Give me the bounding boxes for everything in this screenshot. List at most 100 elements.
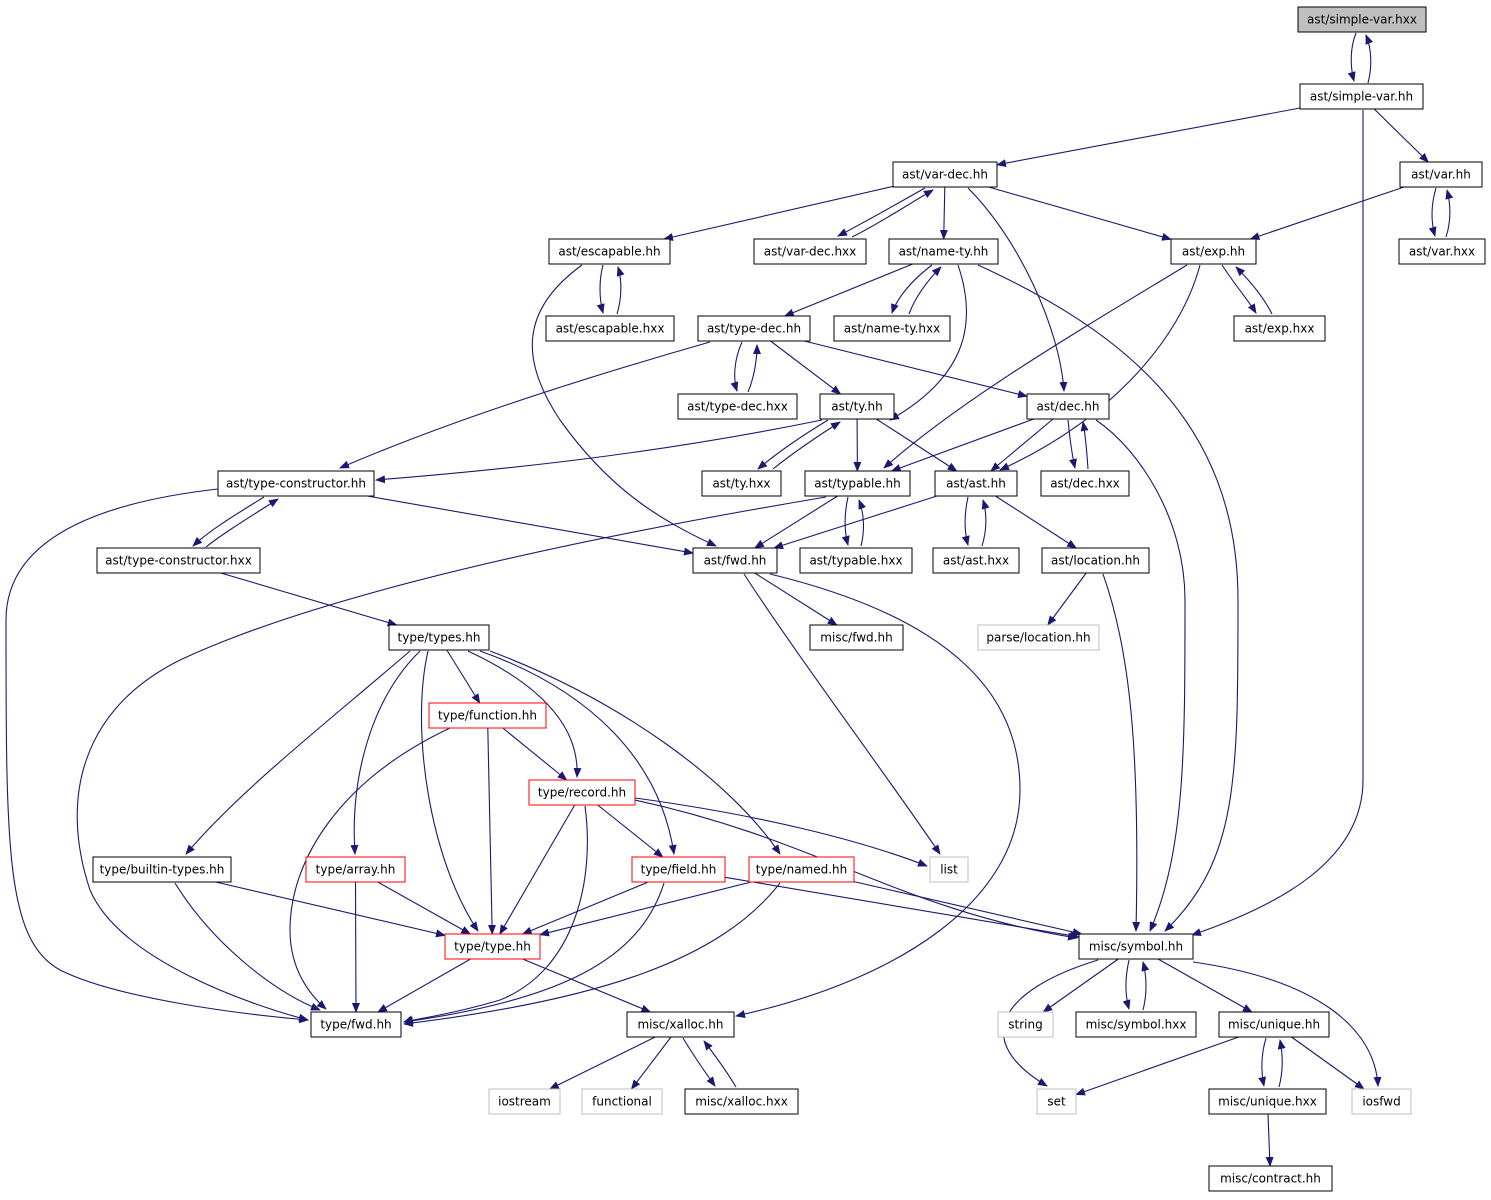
edge-ty_hh-to-ast_hh [876,418,958,472]
edge-builtin_types_hh-to-type_fwd_hh [174,882,321,1011]
node-ty-hxx[interactable]: ast/ty.hxx [701,470,782,497]
edge-types_hh-to-function_hh [446,649,481,704]
node-string[interactable]: string [997,1011,1054,1038]
node-functional[interactable]: functional [581,1088,663,1115]
node-field-hh[interactable]: type/field.hh [631,856,726,883]
node-named-hh[interactable]: type/named.hh [748,856,855,883]
edge-function_hh-to-type_fwd_hh [289,727,451,1010]
node-exp-hxx[interactable]: ast/exp.hxx [1233,315,1326,342]
edge-type_constructor_hh-to-type_constructor_hxx [192,496,265,547]
node-typable-hh[interactable]: ast/typable.hh [804,470,911,497]
edges-layer [5,32,1454,1167]
node-type-dec-hh[interactable]: ast/type-dec.hh [697,315,811,342]
node-var-dec-hxx[interactable]: ast/var-dec.hxx [753,238,867,265]
node-xalloc-hh[interactable]: misc/xalloc.hh [626,1011,735,1038]
edge-simple_var_hxx-to-simple_var_hh [1347,32,1357,82]
edge-type_dec_hh-to-dec_hh [804,340,1028,399]
node-function-hh[interactable]: type/function.hh [428,702,547,729]
edge-dec_hh-to-symbol_hh [1095,419,1186,932]
node-box [581,1088,663,1115]
node-exp-hh[interactable]: ast/exp.hh [1170,238,1257,265]
node-name-ty-hh[interactable]: ast/name-ty.hh [888,238,999,265]
edge-dec_hxx-to-dec_hh [1080,421,1089,470]
edge-type_hh-to-type_fwd_hh [377,958,471,1013]
edge-unique_hh-to-set [1075,1036,1239,1096]
node-label: string [1008,1018,1042,1032]
node-dec-hh[interactable]: ast/dec.hh [1026,393,1110,420]
node-typable-hxx[interactable]: ast/typable.hxx [799,547,913,574]
node-symbol-hxx[interactable]: misc/symbol.hxx [1075,1011,1197,1038]
node-box [1026,393,1110,420]
node-box [1398,238,1486,265]
edge-ty_hxx-to-ty_hh [772,421,841,470]
node-dec-hxx[interactable]: ast/dec.hxx [1040,470,1130,497]
node-ast-fwd-hh[interactable]: ast/fwd.hh [692,547,778,574]
edge-unique_hxx-to-contract_hh [1265,1113,1274,1167]
edge-symbol_hh-to-string [1042,958,1119,1013]
node-contract-hh[interactable]: misc/contract.hh [1208,1165,1333,1192]
node-xalloc-hxx[interactable]: misc/xalloc.hxx [684,1088,799,1115]
node-label: type/function.hh [438,709,537,723]
node-label: type/record.hh [538,786,626,800]
node-label: ast/ast.hxx [943,554,1009,568]
node-label: ast/ty.hh [831,400,882,414]
edge-exp_hh-to-ast_hh [999,264,1201,471]
edge-var_dec_hh-to-dec_hh [967,187,1068,392]
node-array-hh[interactable]: type/array.hh [305,856,406,883]
node-type-constructor-hxx[interactable]: ast/type-constructor.hxx [96,547,261,574]
node-location-hh[interactable]: ast/location.hh [1041,547,1150,574]
node-var-hxx[interactable]: ast/var.hxx [1398,238,1486,265]
node-box [545,315,675,342]
node-escapable-hxx[interactable]: ast/escapable.hxx [545,315,675,342]
node-ast-hxx[interactable]: ast/ast.hxx [932,547,1020,574]
node-iostream[interactable]: iostream [488,1088,561,1115]
node-record-hh[interactable]: type/record.hh [528,779,636,806]
node-type-fwd-hh[interactable]: type/fwd.hh [310,1011,402,1038]
node-box [692,547,778,574]
node-var-hh[interactable]: ast/var.hh [1399,161,1483,188]
node-label: type/field.hh [641,863,717,877]
node-parse-location-hh[interactable]: parse/location.hh [977,624,1100,651]
node-label: ast/type-dec.hh [707,322,801,336]
node-box [1208,1165,1333,1192]
node-types-hh[interactable]: type/types.hh [388,624,490,651]
node-label: ast/location.hh [1051,554,1140,568]
node-simple-var-hh[interactable]: ast/simple-var.hh [1299,83,1424,110]
node-misc-fwd-hh[interactable]: misc/fwd.hh [809,624,904,651]
node-label: ast/var-dec.hxx [764,245,857,259]
edge-type_dec_hh-to-type_constructor_hh [339,341,711,469]
node-unique-hxx[interactable]: misc/unique.hxx [1208,1088,1327,1115]
node-type-dec-hxx[interactable]: ast/type-dec.hxx [677,393,798,420]
node-label: ast/exp.hh [1182,245,1245,259]
edge-xalloc_hh-to-xalloc_hxx [682,1037,716,1087]
node-type-constructor-hh[interactable]: ast/type-constructor.hh [217,470,375,497]
node-label: ast/var.hxx [1409,245,1475,259]
node-unique-hh[interactable]: misc/unique.hh [1218,1011,1330,1038]
edge-type_dec_hh-to-ty_hh [770,340,842,395]
node-box [428,702,547,729]
edge-ty_hh-to-type_constructor_hh [375,419,823,484]
node-box [697,315,811,342]
edge-escapable_hxx-to-escapable_hh [616,266,625,315]
node-builtin-types-hh[interactable]: type/builtin-types.hh [92,856,232,883]
node-set[interactable]: set [1036,1088,1077,1115]
node-name-ty-hxx[interactable]: ast/name-ty.hxx [833,315,951,342]
node-list[interactable]: list [929,856,969,883]
node-symbol-hh[interactable]: misc/symbol.hh [1078,933,1194,960]
node-ast-hh[interactable]: ast/ast.hh [934,470,1018,497]
edge-dec_hh-to-dec_hxx [1067,419,1077,469]
node-ty-hh[interactable]: ast/ty.hh [819,393,895,420]
edge-simple_var_hh-to-var_hh [1373,108,1430,163]
node-var-dec-hh[interactable]: ast/var-dec.hh [892,161,998,188]
node-iosfwd[interactable]: iosfwd [1351,1088,1412,1115]
node-type-hh[interactable]: type/type.hh [444,933,541,960]
node-simple-var-hxx[interactable]: ast/simple-var.hxx [1297,6,1427,33]
node-escapable-hh[interactable]: ast/escapable.hh [548,238,671,265]
node-box [631,856,726,883]
node-label: ast/var-dec.hh [902,168,988,182]
node-box [305,856,406,883]
node-label: ast/typable.hh [814,477,901,491]
edge-types_hh-to-array_hh [350,650,421,855]
edge-xalloc_hh-to-iostream [548,1036,656,1090]
